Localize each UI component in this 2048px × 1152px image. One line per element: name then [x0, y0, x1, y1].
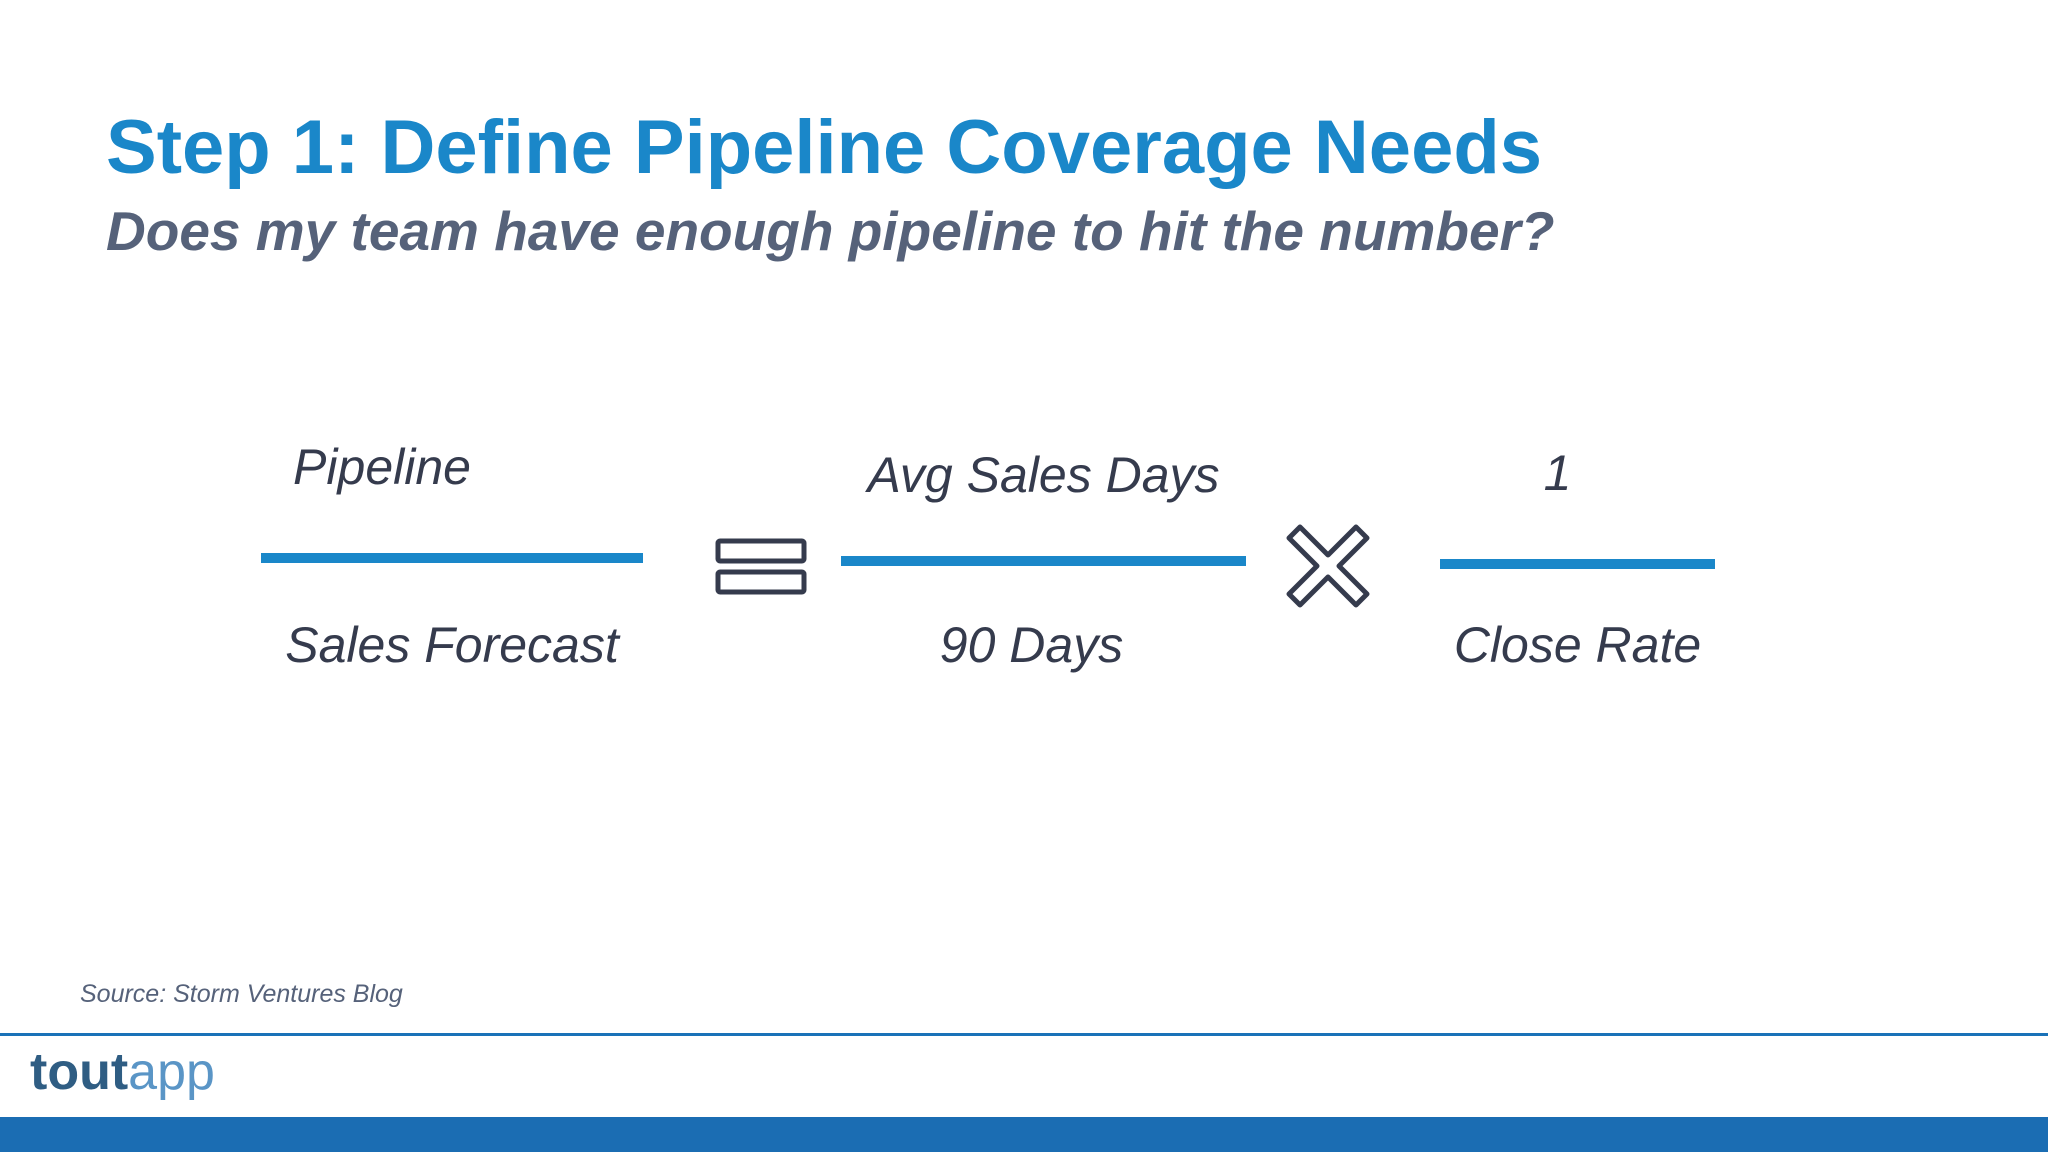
multiply-icon [1285, 523, 1371, 609]
fraction-avg-days-over-90: Avg Sales Days 90 Days [841, 430, 1246, 680]
fraction-bar [841, 556, 1246, 566]
denominator: Close Rate [1453, 617, 1702, 673]
fraction-one-over-close-rate: 1 Close Rate [1440, 430, 1715, 680]
logo-text-light: app [128, 1043, 215, 1101]
fraction-bar [1440, 559, 1715, 569]
fraction-bar [261, 553, 643, 563]
footer-divider [0, 1033, 2048, 1036]
numerator: Avg Sales Days [867, 447, 1220, 503]
numerator: Pipeline [293, 439, 471, 495]
slide-title: Step 1: Define Pipeline Coverage Needs [106, 105, 1543, 190]
source-note: Source: Storm Ventures Blog [80, 980, 403, 1008]
numerator: 1 [1543, 445, 1572, 501]
denominator: 90 Days [939, 617, 1124, 673]
denominator: Sales Forecast [285, 617, 619, 673]
footer-bar [0, 1117, 2048, 1152]
equals-icon [715, 538, 807, 596]
fraction-pipeline-over-forecast: Pipeline Sales Forecast [261, 430, 643, 680]
toutapp-logo: toutapp [30, 1046, 215, 1098]
logo-text-bold: tout [30, 1043, 129, 1101]
slide-subtitle: Does my team have enough pipeline to hit… [106, 200, 1555, 262]
